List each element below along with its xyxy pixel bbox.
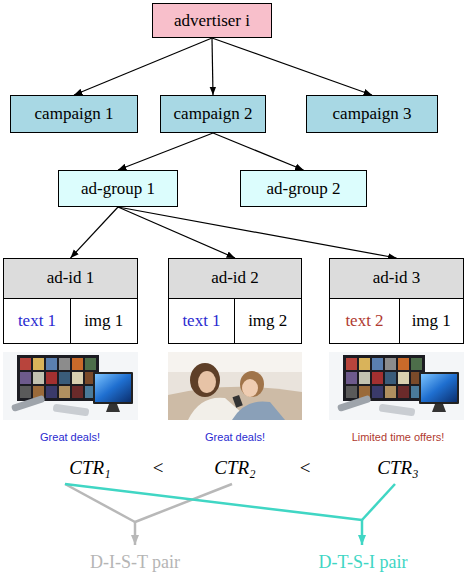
- photo-background: [168, 352, 302, 420]
- hierarchy-arrow: [118, 207, 235, 258]
- advertiser-box: advertiser i: [152, 3, 272, 38]
- photo-hair: [240, 371, 264, 397]
- ad-group-box: ad-group 1: [58, 170, 178, 207]
- ctr-label: CTR₂: [214, 457, 255, 479]
- photo-hair: [190, 363, 220, 397]
- node-text: text 2: [345, 311, 383, 331]
- photo-phone: [232, 395, 242, 408]
- tv-illustration: [3, 352, 138, 420]
- hierarchy-arrow: [212, 38, 213, 95]
- campaign-box: campaign 1: [10, 95, 138, 133]
- leader-line: [65, 484, 135, 522]
- connector-layer: [71, 38, 397, 258]
- text-box: text 1: [168, 298, 236, 344]
- node-text: ad-id 3: [330, 259, 463, 297]
- node-text: advertiser i: [174, 11, 250, 31]
- leader-line: [65, 484, 362, 520]
- ad-caption: Great deals!: [40, 431, 100, 443]
- text-box: text 1: [3, 298, 72, 344]
- ad-image: [3, 352, 138, 420]
- ad-box: ad-id 1 text 1 img 1: [3, 258, 138, 344]
- node-text: ad-id 1: [4, 259, 137, 297]
- ad-caption: Great deals!: [205, 431, 265, 443]
- text-box: text 2: [329, 298, 401, 344]
- photo-wall: [168, 352, 302, 372]
- ad-group-box: ad-group 2: [240, 170, 367, 207]
- node-text: ad-id 2: [169, 259, 301, 297]
- node-text: img 1: [412, 311, 451, 331]
- image-box: img 1: [399, 298, 464, 344]
- node-text: campaign 2: [174, 104, 253, 124]
- node-text: text 1: [182, 311, 220, 331]
- campaign-box: campaign 3: [306, 95, 438, 133]
- leader-line: [134, 522, 137, 545]
- node-text: img 2: [248, 311, 287, 331]
- ad-caption: Limited time offers!: [352, 431, 445, 443]
- hierarchy-arrow: [213, 133, 304, 170]
- hierarchy-arrow: [74, 38, 212, 95]
- pair-leader-lines: [65, 484, 395, 545]
- image-box: img 2: [234, 298, 302, 344]
- node-text: text 1: [18, 311, 56, 331]
- image-box: img 1: [70, 298, 138, 344]
- leader-line: [362, 484, 395, 520]
- comparison-sign: <: [300, 457, 311, 479]
- hierarchy-arrow: [71, 207, 119, 258]
- pair-label: D-T-S-I pair: [319, 552, 408, 573]
- leader-line: [361, 520, 364, 545]
- hierarchy-arrow: [212, 38, 372, 95]
- ad-box: ad-id 3 text 2 img 1: [329, 258, 464, 344]
- node-text: img 1: [84, 311, 123, 331]
- tv-illustration: [329, 352, 464, 420]
- ad-image: [329, 352, 464, 420]
- node-text: ad-group 1: [81, 179, 155, 199]
- ad-image: [168, 352, 302, 420]
- photo-face: [198, 371, 216, 393]
- hierarchy-arrow: [118, 133, 213, 170]
- campaign-box: campaign 2: [160, 95, 266, 133]
- photo-sofa: [168, 387, 302, 420]
- comparison-sign: <: [153, 457, 164, 479]
- photo-face: [242, 379, 258, 397]
- hierarchy-arrow: [118, 207, 397, 258]
- ctr-label: CTR₃: [377, 457, 418, 479]
- node-text: campaign 3: [333, 104, 412, 124]
- ctr-label: CTR₁: [69, 457, 110, 479]
- ad-box: ad-id 2 text 1 img 2: [168, 258, 302, 344]
- node-text: campaign 1: [35, 104, 114, 124]
- node-text: ad-group 2: [266, 179, 340, 199]
- pair-label: D-I-S-T pair: [90, 552, 180, 573]
